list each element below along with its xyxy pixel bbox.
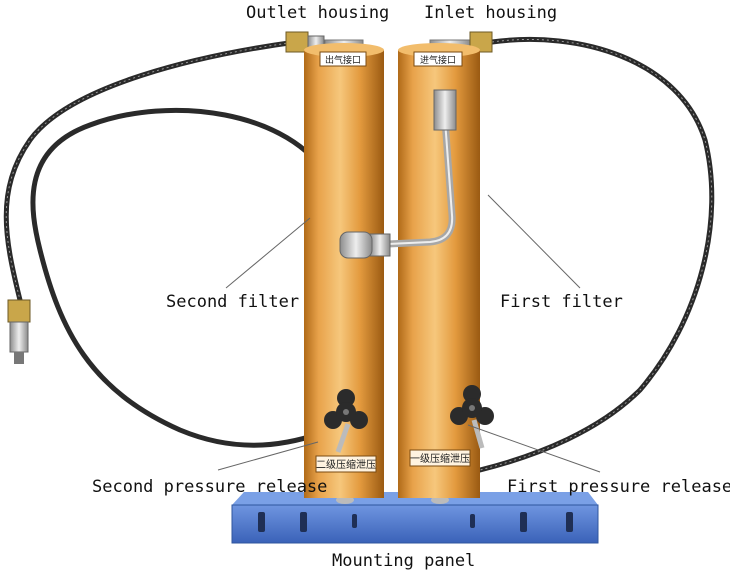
first-filter-label: First filter	[500, 292, 623, 312]
second-valve-knob-icon[interactable]	[324, 389, 368, 453]
outlet-housing-label: Outlet housing	[246, 3, 390, 23]
first-valve-knob-icon[interactable]	[450, 385, 494, 449]
right-hose	[477, 37, 715, 473]
second-bottom-label: 二级压缩泄压	[316, 458, 376, 471]
mounting-panel-label: Mounting panel	[332, 551, 476, 571]
hose-end-fitting	[7, 299, 31, 364]
second-pressure-release-label: Second pressure release	[92, 477, 328, 497]
connecting-pipe	[339, 89, 457, 259]
leader-lines	[217, 194, 601, 473]
mounting-panel	[231, 492, 599, 544]
first-pressure-release-label: First pressure release	[507, 477, 730, 497]
outlet-top-label: 出气接口	[325, 54, 361, 66]
second-filter-label: Second filter	[166, 292, 300, 312]
first-bottom-label: 一级压缩泄压	[410, 452, 470, 465]
inlet-top-label: 进气接口	[420, 54, 456, 66]
inlet-housing-label: Inlet housing	[424, 3, 558, 23]
outlet-cylinder: 出气接口 二级压缩泄压	[304, 43, 384, 498]
left-hose	[3, 39, 333, 448]
